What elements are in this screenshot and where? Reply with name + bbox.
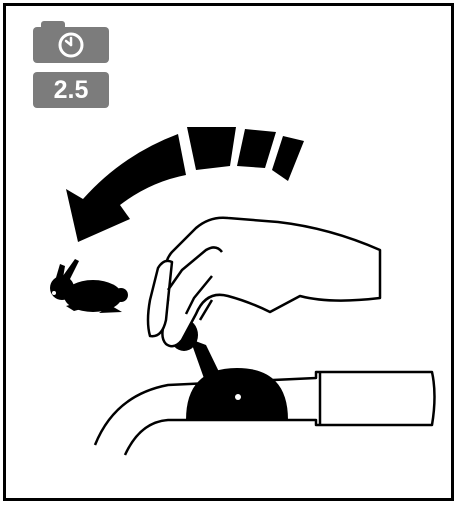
throttle-lever-icon (170, 319, 288, 420)
rabbit-fast-icon (50, 259, 128, 313)
hand-icon (148, 218, 380, 347)
